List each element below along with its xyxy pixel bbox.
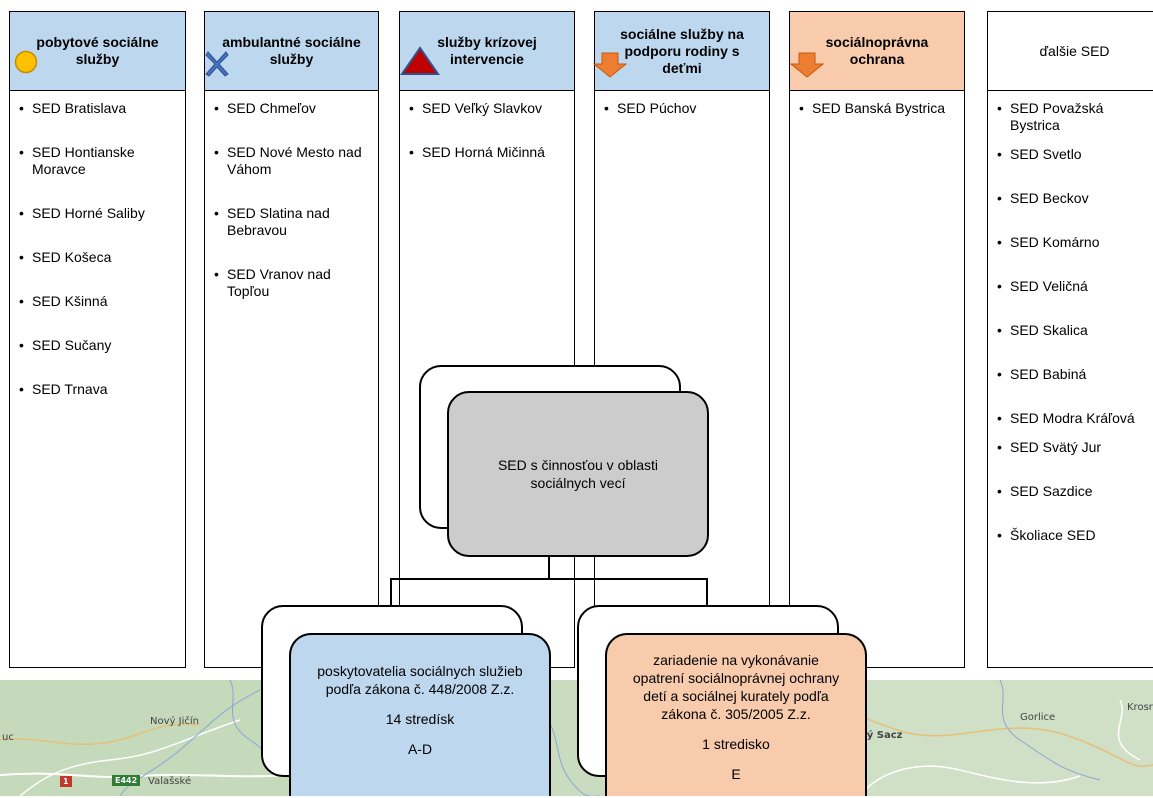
road-badge: E442 [112, 775, 141, 786]
column-title: sociálne služby na podporu rodiny s deťm… [620, 25, 744, 76]
left-node-text: poskytovatelia sociálnych služieb podľa … [317, 663, 523, 697]
column-krizova-intervencia: služby krízovej intervencie SED Veľký Sl… [399, 11, 575, 668]
list-item: SED Babiná [994, 366, 1153, 383]
column-podpora-rodiny: sociálne služby na podporu rodiny s deťm… [594, 11, 770, 668]
list-item: SED Svetlo [994, 146, 1153, 163]
red-triangle-icon [400, 46, 440, 75]
center-node-text: SED s činnosťou v oblasti sociálnych vec… [497, 457, 659, 491]
connector-line [390, 578, 708, 580]
road-badge: 1 [60, 776, 72, 787]
map-label: uc [2, 732, 14, 743]
list-item: SED Slatina nad Bebravou [211, 205, 374, 239]
list-item: SED Chmeľov [211, 100, 374, 117]
column-list: SED Chmeľov SED Nové Mesto nad Váhom SED… [211, 91, 374, 300]
left-node: poskytovatelia sociálnych služieb podľa … [289, 633, 551, 796]
list-item: SED Horná Mičinná [406, 144, 570, 161]
list-item: SED Modra Kráľová [994, 410, 1153, 427]
list-item: SED Púchov [601, 100, 765, 117]
column-list: SED Považská Bystrica SED Svetlo SED Bec… [994, 91, 1153, 544]
list-item: SED Horné Saliby [16, 205, 181, 222]
column-title: pobytové sociálne služby [36, 34, 159, 67]
map-label: Nový Jičín [150, 716, 199, 727]
column-socialnopravna-ochrana: sociálnoprávna ochrana SED Banská Bystri… [789, 11, 965, 668]
list-item: SED Považská Bystrica [994, 100, 1153, 134]
connector-line [548, 554, 550, 580]
list-item: SED Sazdice [994, 483, 1153, 500]
right-node-code: E [731, 765, 741, 782]
list-item: SED Vranov nad Topľou [211, 266, 374, 300]
map-label: Valašské [148, 776, 192, 787]
column-title: sociálnoprávna ochrana [825, 34, 929, 67]
list-item: SED Veličná [994, 278, 1153, 295]
column-header: ambulantné sociálne služby [205, 12, 378, 91]
yellow-circle-icon [14, 50, 38, 74]
list-item: SED Trnava [16, 381, 181, 398]
list-item: Školiace SED [994, 527, 1153, 544]
right-node: zariadenie na vykonávanie opatrení sociá… [605, 633, 867, 796]
column-header: sociálnoprávna ochrana [790, 12, 964, 91]
column-list: SED Veľký Slavkov SED Horná Mičinná [406, 91, 570, 161]
column-header: ďalšie SED [988, 12, 1153, 91]
center-node: SED s činnosťou v oblasti sociálnych vec… [447, 391, 709, 557]
column-title: ďalšie SED [1039, 42, 1110, 59]
column-title: ambulantné sociálne služby [222, 34, 361, 67]
column-title: služby krízovej intervencie [437, 34, 537, 67]
column-header: sociálne služby na podporu rodiny s deťm… [595, 12, 769, 91]
column-ambulantne: ambulantné sociálne služby SED Chmeľov S… [204, 11, 379, 668]
right-node-text: zariadenie na vykonávanie opatrení sociá… [632, 651, 840, 722]
column-header: služby krízovej intervencie [400, 12, 574, 91]
list-item: SED Kšinná [16, 293, 181, 310]
background-map: uc Nový Jičín Valašské Nový Sacz Gorlice… [0, 680, 1153, 796]
left-node-count: 14 stredísk [385, 711, 455, 727]
list-item: SED Košeca [16, 249, 181, 266]
list-item: SED Svätý Jur [994, 439, 1153, 456]
column-dalsie-sed: ďalšie SED SED Považská Bystrica SED Sve… [987, 11, 1153, 668]
orange-down-arrow-icon [593, 52, 627, 78]
map-label: Gorlice [1020, 712, 1056, 723]
connector-line [390, 578, 392, 608]
list-item: SED Hontianske Moravce [16, 144, 181, 178]
list-item: SED Komárno [994, 234, 1153, 251]
orange-down-arrow-icon [790, 52, 824, 78]
map-terrain [0, 680, 1153, 796]
column-list: SED Banská Bystrica [796, 91, 960, 117]
connector-line [706, 578, 708, 608]
map-label: Krosr [1127, 702, 1153, 713]
list-item: SED Banská Bystrica [796, 100, 960, 117]
map-label: Nový Sacz [845, 730, 903, 741]
left-node-code: A-D [407, 741, 433, 757]
list-item: SED Beckov [994, 190, 1153, 207]
column-header: pobytové sociálne služby [10, 12, 185, 91]
column-pobytove: pobytové sociálne služby SED Bratislava … [9, 11, 186, 668]
list-item: SED Bratislava [16, 100, 181, 117]
list-item: SED Sučany [16, 337, 181, 354]
list-item: SED Veľký Slavkov [406, 100, 570, 117]
list-item: SED Nové Mesto nad Váhom [211, 144, 374, 178]
column-list: SED Bratislava SED Hontianske Moravce SE… [16, 91, 181, 398]
blue-x-icon [205, 51, 229, 77]
right-node-count: 1 stredisko [702, 735, 770, 752]
column-list: SED Púchov [601, 91, 765, 117]
list-item: SED Skalica [994, 322, 1153, 339]
